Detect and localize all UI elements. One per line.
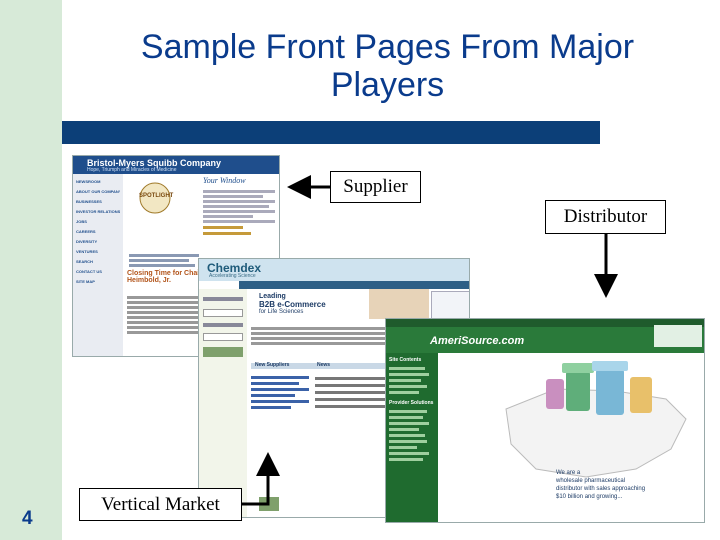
vertical-left-panel [199,289,247,517]
slide-title: Sample Front Pages From Major Players [140,28,635,104]
sidebar-heading-provider-solutions: Provider Solutions [389,400,434,406]
supplier-nav-item[interactable]: SEARCH [76,259,93,264]
banner-line2: B2B e-Commerce [259,300,326,309]
spotlight-label: SPOTLIGHT [139,193,174,199]
supplier-nav-item[interactable]: DIVERSITY [76,239,98,244]
vertical-tagline: Accelerating Science [209,273,256,279]
supplier-promo [129,252,199,274]
supplier-nav-item[interactable]: CAREERS [76,229,96,234]
banner-photo [369,289,429,319]
distributor-illustration [505,361,687,478]
vertical-market-label: Vertical Market [79,488,242,521]
left-sidebar-band [0,0,62,540]
vertical-banner: Leading B2B e-Commerce for Life Sciences [259,293,369,315]
supplier-nav-item[interactable]: SITE MAP [76,279,95,284]
supplier-nav-item[interactable]: NEWSROOM [76,179,101,184]
vertical-body-text [251,325,467,347]
supplier-nav-item[interactable]: CONTACT US [76,269,102,274]
banner-line3: for Life Sciences [259,309,304,315]
title-underline-bar [62,121,600,144]
supplier-nav-item[interactable]: ABOUT OUR COMPANY [76,189,120,194]
supplier-headline: Closing Time for Chairman Charles A. Hei… [127,270,253,284]
supplier-nav: NEWSROOM ABOUT OUR COMPANY BUSINESSES INVES… [73,174,123,356]
supplier-tagline: Hope, Triumph and Miracles of Medicine [87,167,177,173]
distributor-sidebar: Site Contents Provider Solutions [386,353,438,522]
news-heading: News [317,362,331,368]
distributor-brand: AmeriSource.com [430,335,525,347]
window-title: Your Window [203,176,246,185]
new-suppliers-heading: New Suppliers [255,362,290,368]
vertical-section-bar: New Suppliers News [251,362,467,369]
supplier-nav-item[interactable]: INVESTOR RELATIONS [76,209,120,214]
sidebar-heading-site-contents: Site Contents [389,357,422,363]
caption-line3: distributor with sales approaching [556,486,646,492]
supplier-header: Bristol-Myers Squibb Company Hope, Trium… [73,156,279,174]
vertical-header: Chemdex Accelerating Science [199,259,469,281]
supplier-label: Supplier [330,171,421,203]
page-number: 4 [22,508,33,529]
distributor-header: AmeriSource.com [386,319,704,353]
supplier-spotlight: SPOTLIGHT [131,178,179,216]
vertical-market-arrow [242,452,280,506]
distributor-caption: We are a wholesale pharmaceutical distri… [556,469,696,501]
new-suppliers-list [251,373,309,412]
banner-line1: Leading [259,293,286,300]
caption-line2: wholesale pharmaceutical [556,478,626,484]
supplier-brand: Bristol-Myers Squibb Company [87,158,222,168]
supplier-nav-item[interactable]: BUSINESSES [76,199,102,204]
caption-line1: We are a [556,470,581,476]
distributor-label: Distributor [545,200,666,234]
supplier-body-text [203,188,275,237]
caption-line4: $10 billion and growing... [556,494,623,500]
supplier-nav-item[interactable]: VENTURES [76,249,98,254]
distributor-website-screenshot: AmeriSource.com Site Contents Provider S… [385,318,705,523]
distributor-header-ad [654,325,702,347]
vertical-nav-bar [239,281,469,289]
supplier-nav-item[interactable]: JOBS [76,219,87,224]
vertical-brand: Chemdex [207,261,262,275]
